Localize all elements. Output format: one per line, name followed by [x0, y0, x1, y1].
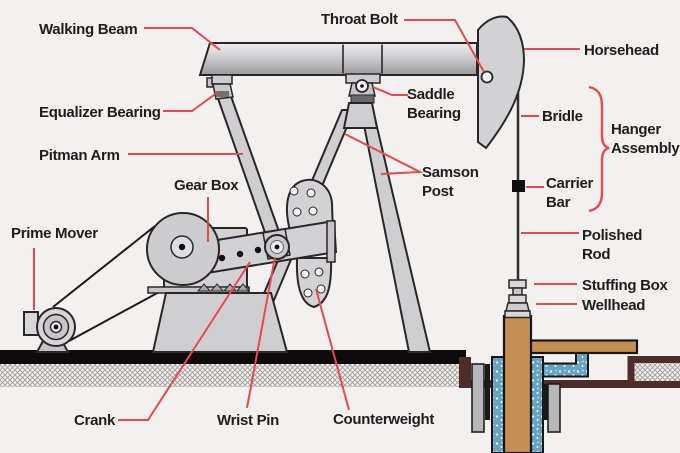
cement-conduit — [542, 351, 589, 378]
samson-apex-block — [342, 102, 379, 129]
prime-mover-unit — [23, 307, 76, 353]
belt-upper — [52, 225, 156, 308]
casing-liner-left — [485, 364, 490, 420]
casing-cement-left — [491, 356, 505, 453]
walking-beam-structure — [198, 42, 478, 76]
ground-surface-strip — [0, 350, 466, 364]
wrist-pin-dot — [274, 244, 280, 250]
belt-lower — [68, 284, 173, 342]
label-wrist-pin: Wrist Pin — [217, 412, 280, 429]
leader-saddle-bearing — [372, 86, 408, 96]
hanger-rod-string — [512, 80, 525, 281]
well-tubing — [502, 314, 533, 453]
casing-liner-right — [543, 384, 548, 420]
soil-hatch-left — [0, 364, 460, 387]
hanger-assembly-brace — [588, 85, 610, 213]
stuffing-box-body — [508, 294, 527, 304]
label-crank: Crank — [74, 412, 116, 429]
soil-block-right — [627, 356, 680, 388]
sheave-shaft-dot — [178, 243, 186, 251]
wellhead-flange — [504, 310, 531, 319]
label-polished-rod: Polished Rod — [582, 227, 643, 263]
gearbox-assembly — [146, 212, 338, 353]
flowline-pipe — [521, 339, 639, 355]
saddle-collar — [350, 94, 375, 104]
walking-beam-body — [198, 42, 478, 76]
gear-teeth — [196, 283, 251, 292]
casing-pipe-right — [547, 383, 561, 433]
crank-end-plate — [326, 220, 336, 263]
label-throat-bolt: Throat Bolt — [321, 11, 398, 28]
equalizer-pin — [216, 91, 229, 97]
label-prime-mover: Prime Mover — [11, 225, 98, 242]
leader-wrist-pin — [246, 256, 276, 409]
leader-lines — [33, 19, 610, 421]
label-stuffing-box: Stuffing Box — [582, 277, 668, 294]
label-counterweight: Counterweight — [333, 411, 435, 428]
label-walking-beam: Walking Beam — [39, 21, 138, 38]
label-bridle: Bridle — [542, 108, 583, 125]
label-hanger-assembly: Hanger Assembly — [611, 121, 680, 157]
belt-drive — [52, 225, 173, 342]
leader-throat-bolt — [404, 19, 485, 73]
leader-equalizer-bearing — [163, 91, 219, 112]
equalizer-bearing-assembly — [206, 74, 234, 100]
label-horsehead: Horsehead — [584, 42, 659, 59]
casing-pipe-left — [471, 363, 485, 433]
motor-shaft-dot — [53, 324, 59, 330]
label-equalizer-bearing: Equalizer Bearing — [39, 104, 161, 121]
wellhead-stack — [504, 279, 531, 319]
carrier-bar-block — [512, 180, 525, 192]
label-pitman-arm: Pitman Arm — [39, 147, 120, 164]
leader-walking-beam — [144, 27, 221, 51]
well-section — [471, 314, 639, 453]
horsehead-shape — [477, 15, 526, 150]
motor-body — [23, 311, 39, 336]
throat-bolt-circle — [480, 70, 494, 84]
horsehead-structure — [477, 15, 526, 150]
gearbox-pedestal — [151, 292, 289, 353]
counterweight-assembly — [285, 178, 335, 309]
counterweight-lower — [295, 257, 333, 309]
leader-counterweight — [315, 288, 350, 411]
label-samson-post: Samson Post — [422, 164, 479, 200]
counterweight-upper — [285, 178, 335, 235]
pitman-arm-member — [212, 83, 284, 246]
label-saddle-bearing: Saddle Bearing — [407, 86, 461, 122]
wellhead-taper — [505, 302, 530, 312]
equalizer-plate — [211, 74, 233, 85]
saddle-bearing-assembly — [342, 73, 381, 129]
stuffing-box-neck — [512, 287, 523, 296]
label-gear-box: Gear Box — [174, 177, 239, 194]
casing-cement-right — [530, 356, 544, 453]
label-carrier-bar: Carrier Bar — [546, 175, 594, 211]
leader-samson-post — [344, 133, 424, 175]
leader-crank — [118, 261, 251, 421]
label-wellhead: Wellhead — [582, 297, 646, 314]
stuffing-box-cap — [508, 279, 527, 289]
